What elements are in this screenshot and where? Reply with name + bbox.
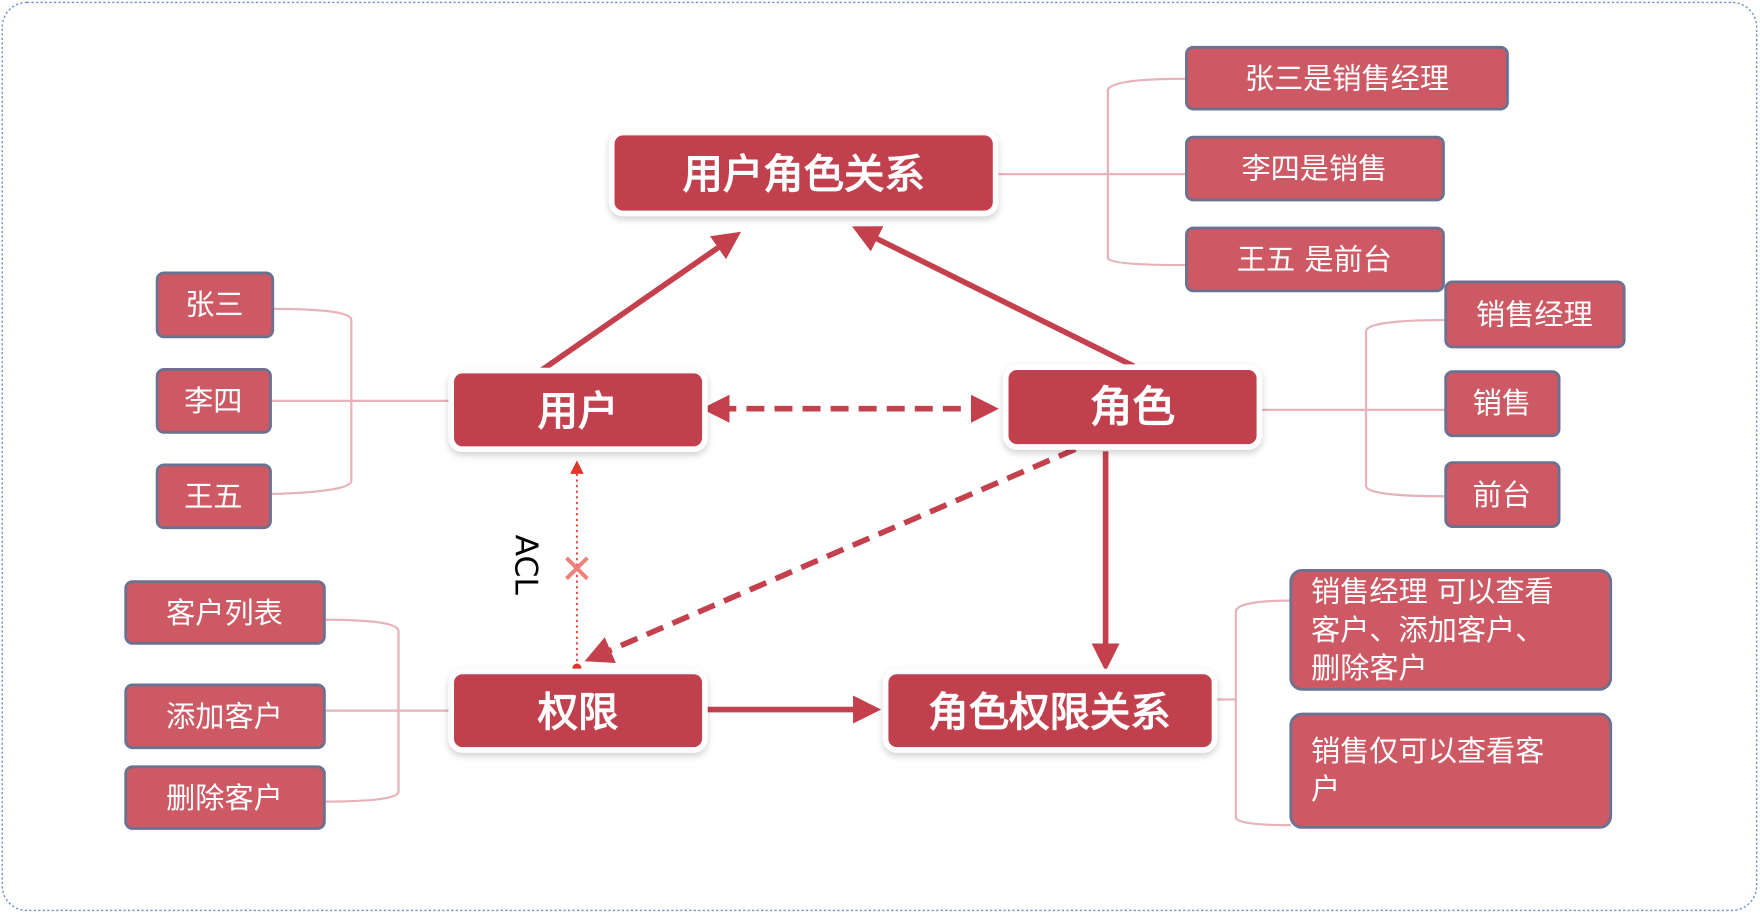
leaf-label: 张三 — [185, 287, 243, 321]
role-item[interactable]: 前台 — [1444, 461, 1561, 528]
leaf-label: 客户列表 — [166, 596, 283, 630]
node-role[interactable]: 角色 — [1002, 364, 1263, 450]
user-item[interactable]: 王五 — [155, 463, 272, 530]
leaf-label-line: 客户、添加客户、 — [1311, 613, 1544, 647]
leaf-label: 添加客户 — [166, 699, 283, 733]
permission-item[interactable]: 添加客户 — [124, 683, 326, 750]
arrows — [539, 226, 1135, 724]
leaf-label-line: 销售仅可以查看客 — [1311, 734, 1544, 768]
leaf-label-line: 户 — [1311, 772, 1340, 806]
user-item[interactable]: 张三 — [155, 271, 275, 339]
user-role-example[interactable]: 王五 是前台 — [1185, 226, 1445, 293]
node-user-role[interactable]: 用户角色关系 — [608, 129, 999, 217]
permission-item[interactable]: 客户列表 — [124, 580, 326, 645]
user-role-example[interactable]: 李四是销售 — [1185, 135, 1445, 202]
arrow-role-to-user-role — [851, 226, 1135, 369]
leaf-label: 王五 是前台 — [1237, 242, 1392, 276]
leaf-label: 王五 — [184, 479, 242, 513]
acl-label: ACL — [507, 535, 543, 596]
leaf-label: 销售 — [1473, 386, 1531, 420]
node-label: 角色权限关系 — [928, 688, 1170, 736]
permission-item[interactable]: 删除客户 — [124, 765, 326, 830]
leaf-label: 删除客户 — [166, 781, 283, 815]
leaf-label-line: 销售经理 可以查看 — [1311, 575, 1554, 609]
leaf-label: 张三是销售经理 — [1245, 62, 1449, 96]
user-item[interactable]: 李四 — [155, 368, 272, 434]
node-user[interactable]: 用户 — [448, 367, 708, 452]
acl-blocked-icon: ✕ — [560, 545, 594, 593]
arrow-user-to-user-role — [539, 231, 742, 373]
node-label: 权限 — [537, 688, 619, 736]
arrow-role-to-permission — [584, 446, 1077, 663]
role-item[interactable]: 销售经理 — [1444, 280, 1626, 349]
node-label: 角色 — [1090, 383, 1175, 433]
connectors — [270, 77, 1446, 827]
user-role-example[interactable]: 张三是销售经理 — [1185, 45, 1509, 111]
leaf-label: 销售经理 — [1476, 297, 1593, 331]
leaf-label: 前台 — [1473, 478, 1531, 512]
leaf-label-line: 删除客户 — [1311, 651, 1428, 685]
leaf-label: 李四是销售 — [1241, 152, 1387, 186]
node-permission[interactable]: 权限 — [448, 668, 708, 753]
role-permission-example[interactable]: 销售仅可以查看客 户 — [1289, 712, 1613, 829]
leaf-label: 李四 — [184, 384, 242, 418]
acl-link: ✕ ACL — [507, 460, 594, 673]
node-label: 用户角色关系 — [682, 150, 924, 198]
role-permission-example[interactable]: 销售经理 可以查看 客户、添加客户、 删除客户 — [1289, 568, 1613, 691]
role-item[interactable]: 销售 — [1444, 370, 1561, 438]
node-label: 用户 — [538, 387, 619, 435]
node-role-permission[interactable]: 角色权限关系 — [882, 668, 1218, 753]
